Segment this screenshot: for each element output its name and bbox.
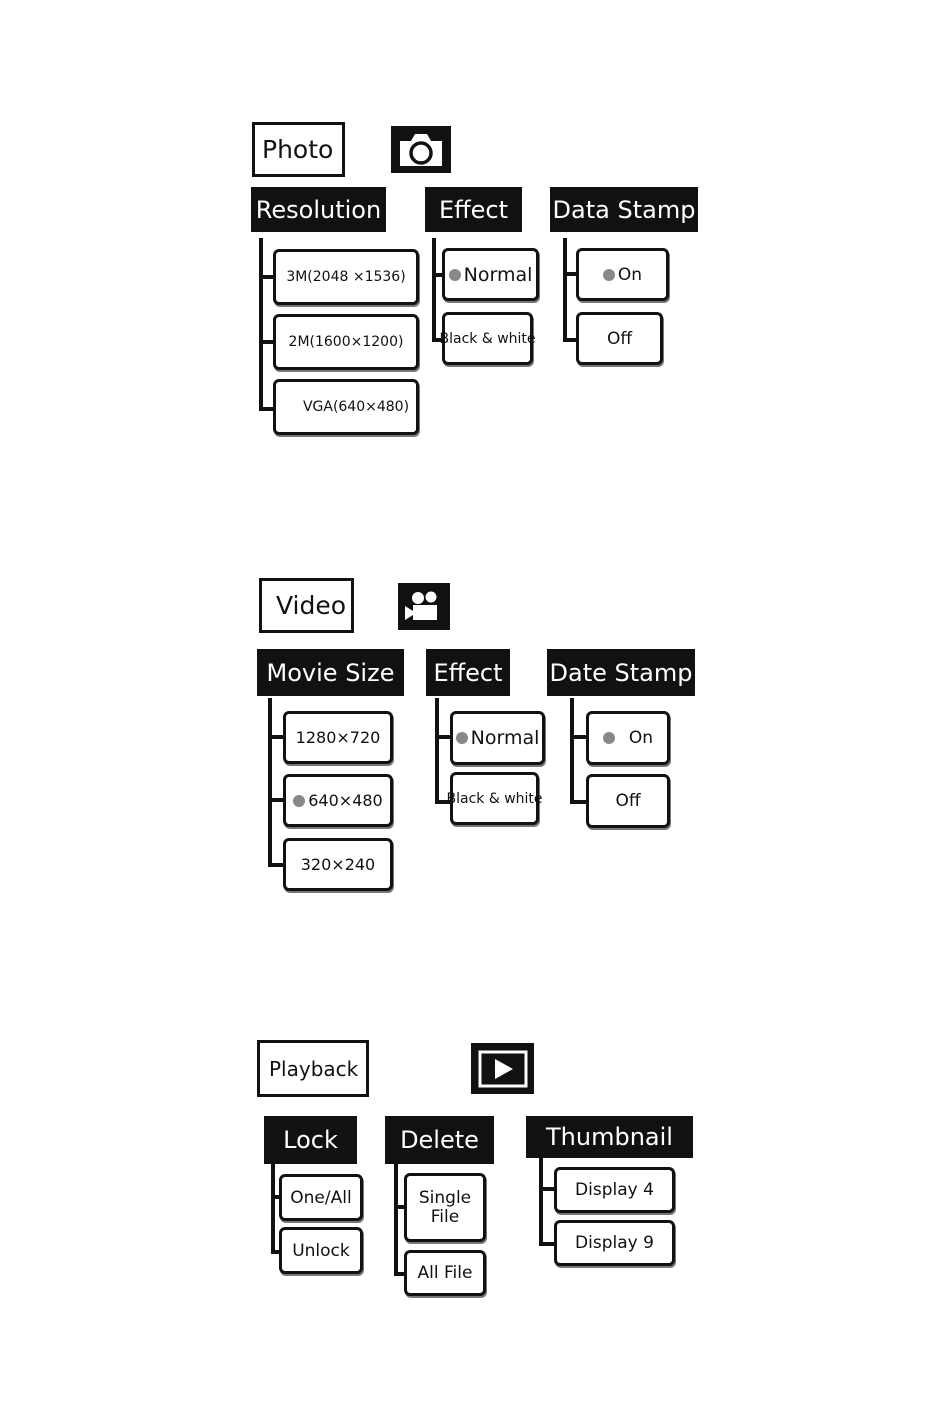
resolution-header: Resolution <box>251 187 386 232</box>
resolution-option-3m[interactable]: 3M(2048 ×1536) <box>273 249 419 305</box>
photo-effect-option-normal[interactable]: Normal <box>442 248 539 301</box>
effect-tree-line <box>432 238 436 342</box>
movie-size-header: Movie Size <box>257 649 404 696</box>
lock-option-one-all[interactable]: One/All <box>279 1174 363 1221</box>
selected-dot-icon <box>603 732 615 744</box>
thumbnail-option-display-4[interactable]: Display 4 <box>554 1167 675 1213</box>
playback-title: Playback <box>257 1040 369 1097</box>
option-label: Single File <box>419 1189 471 1227</box>
video-effect-option-normal[interactable]: Normal <box>450 711 545 765</box>
delete-tree-line <box>394 1164 398 1276</box>
thumbnail-option-display-9[interactable]: Display 9 <box>554 1220 675 1266</box>
camera-icon <box>391 126 451 173</box>
effect-tree-line <box>435 698 439 804</box>
resolution-tree-line <box>259 238 263 411</box>
video-title: Video <box>259 578 354 633</box>
video-camera-icon <box>398 583 450 630</box>
movie-size-option-320[interactable]: 320×240 <box>283 838 393 891</box>
lock-option-unlock[interactable]: Unlock <box>279 1227 363 1274</box>
option-label: Normal <box>471 727 540 749</box>
photo-effect-header: Effect <box>425 187 522 232</box>
option-label-line-2: File <box>419 1208 471 1227</box>
selected-dot-icon <box>449 269 461 281</box>
photo-stamp-option-on[interactable]: On <box>576 248 669 301</box>
play-icon[interactable] <box>471 1043 534 1094</box>
option-label-line-1: Single <box>419 1189 471 1208</box>
video-stamp-option-on[interactable]: On <box>586 711 670 765</box>
delete-header: Delete <box>385 1116 494 1164</box>
thumbnail-tree-line <box>539 1158 543 1246</box>
option-label: Normal <box>464 264 533 286</box>
video-stamp-header: Date Stamp <box>547 649 695 696</box>
stamp-tree-line <box>563 238 567 342</box>
option-label: On <box>629 728 653 748</box>
photo-effect-option-bw[interactable]: Black & white <box>442 312 533 365</box>
delete-option-single-file[interactable]: Single File <box>404 1173 486 1242</box>
selected-dot-icon <box>603 269 615 281</box>
movie-size-option-640[interactable]: 640×480 <box>283 774 393 827</box>
option-label: On <box>618 265 642 285</box>
video-effect-header: Effect <box>426 649 510 696</box>
movie-size-tree-line <box>268 698 272 867</box>
movie-size-option-1280[interactable]: 1280×720 <box>283 711 393 764</box>
photo-section: Photo Resolution 3M(2048 ×1536) 2M(1600×… <box>0 0 950 460</box>
selected-dot-icon <box>293 795 305 807</box>
resolution-option-2m[interactable]: 2M(1600×1200) <box>273 314 419 370</box>
photo-title: Photo <box>252 122 345 177</box>
stamp-tree-line <box>570 698 574 804</box>
lock-header: Lock <box>264 1116 357 1164</box>
delete-option-all-file[interactable]: All File <box>404 1250 486 1296</box>
resolution-option-vga[interactable]: VGA(640×480) <box>273 379 419 435</box>
photo-stamp-header: Data Stamp <box>550 187 698 232</box>
lock-tree-line <box>271 1164 275 1254</box>
selected-dot-icon <box>456 732 468 744</box>
option-label: 640×480 <box>308 791 382 810</box>
video-stamp-option-off[interactable]: Off <box>586 774 670 828</box>
thumbnail-header: Thumbnail <box>526 1116 693 1158</box>
photo-stamp-option-off[interactable]: Off <box>576 312 663 365</box>
video-effect-option-bw[interactable]: Black & white <box>450 772 539 825</box>
